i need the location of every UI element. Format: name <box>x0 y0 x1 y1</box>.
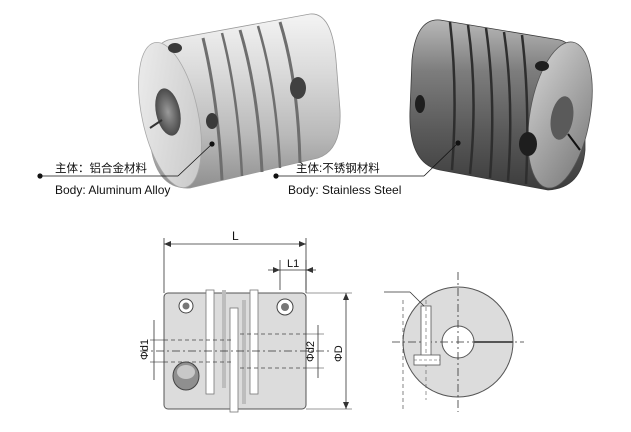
label-en: Body: Aluminum Alloy <box>55 183 170 197</box>
leader-dot <box>455 140 461 146</box>
dim-d2: Φd2 <box>305 341 317 362</box>
dim-D: ΦD <box>333 345 345 362</box>
stainless-label-group: 主体:不锈钢材料 Body: Stainless Steel <box>273 140 461 197</box>
leader-line <box>177 143 213 177</box>
side-view-drawing: L L1 Φd1 Φd2 ΦD <box>139 229 352 413</box>
label-cn: 主体:不锈钢材料 <box>296 161 380 175</box>
end-view-drawing <box>384 272 524 412</box>
dim-L1: L1 <box>287 258 299 270</box>
leader-dot <box>37 173 43 179</box>
dim-d1: Φd1 <box>139 339 151 360</box>
leader-line <box>423 142 459 177</box>
leader-dot <box>209 141 215 147</box>
aluminum-coupling-image <box>138 13 341 189</box>
label-en: Body: Stainless Steel <box>288 183 401 197</box>
stainless-coupling-image <box>409 19 593 191</box>
leader-dot <box>273 173 279 179</box>
aluminum-label-group: 主体：铝合金材料 Body: Aluminum Alloy <box>37 141 215 197</box>
label-cn: 主体：铝合金材料 <box>55 161 147 175</box>
dim-L: L <box>232 229 239 243</box>
